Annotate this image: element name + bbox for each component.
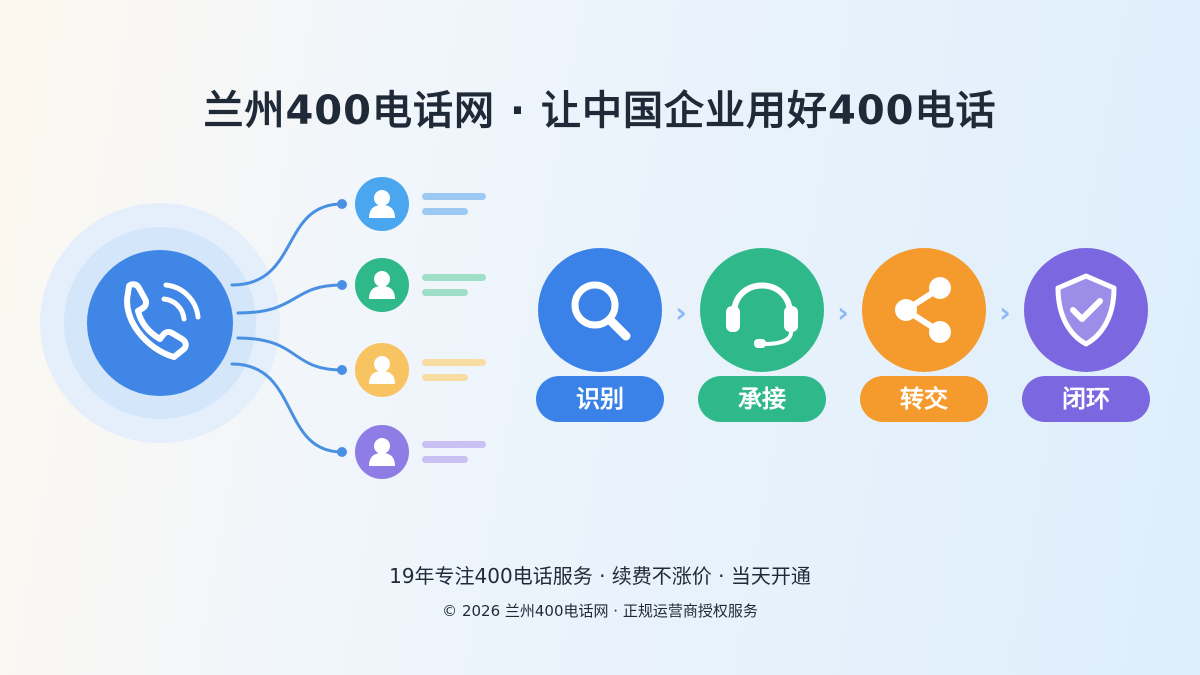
agent-avatar-2 bbox=[355, 258, 409, 312]
agent-avatar-4 bbox=[355, 425, 409, 479]
user-icon bbox=[369, 438, 395, 466]
connector-line-1 bbox=[230, 202, 344, 287]
step-circle-transfer bbox=[862, 248, 986, 372]
connector-line-4 bbox=[230, 362, 344, 454]
agent-text-lines-1 bbox=[422, 193, 486, 215]
connector-dot bbox=[337, 365, 347, 375]
user-icon bbox=[369, 271, 395, 299]
connector-dot bbox=[337, 280, 347, 290]
step-label-transfer: 转交 bbox=[860, 376, 988, 422]
connector-line-2 bbox=[236, 283, 344, 315]
connector-dots bbox=[337, 199, 347, 457]
phone-ringing-icon bbox=[124, 281, 201, 360]
copyright-footer: © 2026 兰州400电话网 · 正规运营商授权服务 bbox=[442, 602, 758, 620]
headset-icon bbox=[726, 282, 798, 348]
phone-hub bbox=[87, 250, 233, 396]
share-icon bbox=[895, 277, 951, 343]
agent-avatar-3 bbox=[355, 343, 409, 397]
connector-dot bbox=[337, 199, 347, 209]
connector-line-3 bbox=[236, 336, 344, 372]
search-icon bbox=[571, 281, 631, 341]
shield-check-icon bbox=[1055, 273, 1117, 347]
step-label-identify: 识别 bbox=[536, 376, 664, 422]
tagline: 19年专注400电话服务 · 续费不涨价 · 当天开通 bbox=[389, 564, 811, 588]
step-circle-identify bbox=[538, 248, 662, 372]
agent-text-lines-4 bbox=[422, 441, 486, 463]
agent-text-lines-3 bbox=[422, 359, 486, 381]
page-title: 兰州400电话网 · 让中国企业用好400电话 bbox=[203, 88, 997, 134]
step-circle-receive bbox=[700, 248, 824, 372]
chevron-right-icon: › bbox=[837, 296, 849, 329]
step-label-close: 闭环 bbox=[1022, 376, 1150, 422]
agent-text-lines-2 bbox=[422, 274, 486, 296]
step-circle-close bbox=[1024, 248, 1148, 372]
connector-dot bbox=[337, 447, 347, 457]
agent-avatar-1 bbox=[355, 177, 409, 231]
chevron-right-icon: › bbox=[675, 296, 687, 329]
connector-lines bbox=[230, 202, 344, 454]
step-label-receive: 承接 bbox=[698, 376, 826, 422]
user-icon bbox=[369, 190, 395, 218]
chevron-right-icon: › bbox=[999, 296, 1011, 329]
user-icon bbox=[369, 356, 395, 384]
